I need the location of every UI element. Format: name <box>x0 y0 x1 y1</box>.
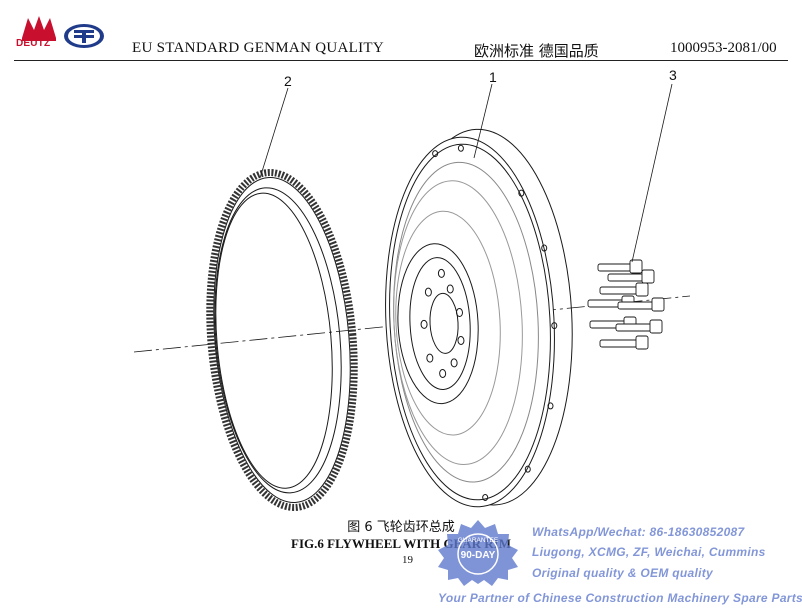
bolt <box>617 297 665 312</box>
leader-line-2 <box>259 87 289 179</box>
figure-caption-chinese: 图 6 飞轮齿环总成 <box>347 520 455 535</box>
deutz-logo-text: DEUTZ <box>16 38 51 49</box>
flywheel-drawing: 2 1 3 <box>133 67 691 511</box>
watermark-line: Liugong, XCMG, ZF, Weichai, Cummins <box>532 545 766 559</box>
svg-text:90-DAY: 90-DAY <box>461 550 496 561</box>
header-standard-text: EU STANDARD GENMAN QUALITY <box>132 40 384 56</box>
watermark-line: WhatsApp/Wechat: 86-18630852087 <box>532 525 745 539</box>
bolt <box>615 319 663 334</box>
watermark-line: Your Partner of Chinese Construction Mac… <box>438 591 802 605</box>
leader-line-1 <box>473 83 493 159</box>
header-divider <box>14 60 788 61</box>
bolt <box>599 335 649 350</box>
callout-label-2: 2 <box>284 73 292 89</box>
faw-logo-icon <box>64 24 104 48</box>
bolt <box>597 259 643 274</box>
document-number: 1000953-2081/00 <box>670 40 777 56</box>
deutz-logo-icon <box>22 16 56 41</box>
callout-label-1: 1 <box>489 69 497 85</box>
flywheel-body <box>385 128 573 508</box>
bolt <box>599 282 649 297</box>
bolt <box>607 269 655 284</box>
watermark-line: Original quality & OEM quality <box>532 566 714 580</box>
page-header: DEUTZ EU STANDARD GENMAN QUALITY 欧洲标准 德国… <box>0 0 802 62</box>
leader-line-3 <box>631 83 673 263</box>
svg-text:GUARANTEE: GUARANTEE <box>458 537 499 544</box>
page-number: 19 <box>402 554 413 566</box>
callout-label-3: 3 <box>669 67 677 83</box>
gear-rim <box>206 169 358 511</box>
guarantee-seal-icon: GUARANTEE 90-DAY <box>438 520 518 586</box>
bolt-set <box>587 259 665 350</box>
header-chinese-text: 欧洲标准 德国品质 <box>474 42 599 60</box>
